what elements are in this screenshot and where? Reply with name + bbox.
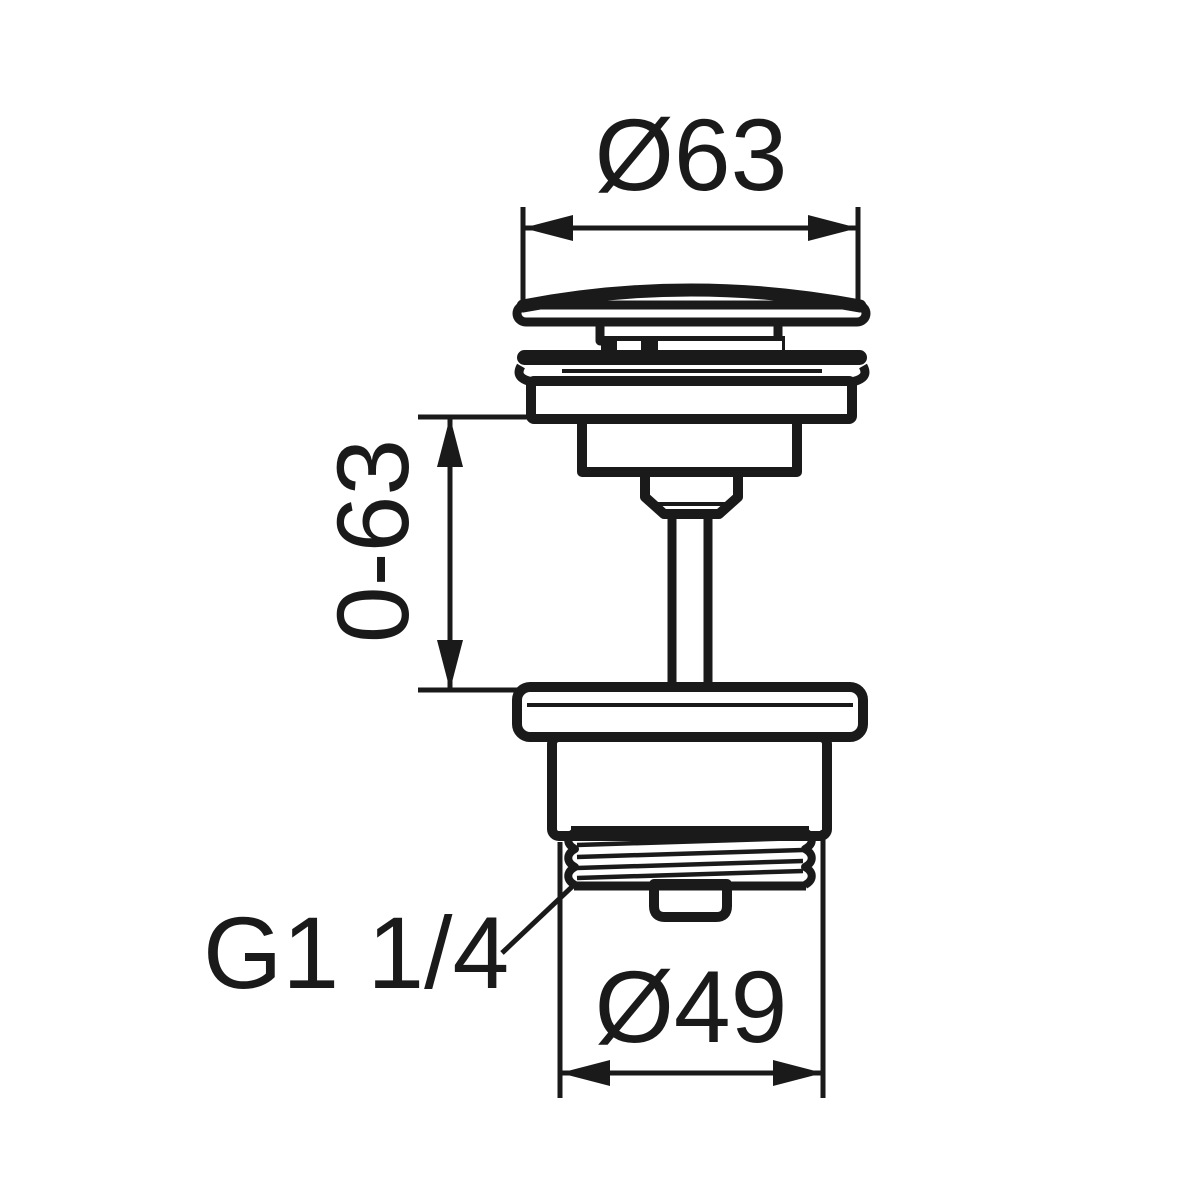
arrowhead-right [808, 215, 858, 241]
thread-crest-right [801, 828, 816, 889]
arrowhead-bottom [437, 640, 463, 690]
flange-step [577, 414, 802, 477]
body-top-plate [512, 682, 868, 742]
dimension-thread-diameter: Ø49 [557, 830, 826, 1098]
thread-crest-left [564, 828, 579, 889]
thread-diameter-label: Ø49 [595, 950, 788, 1064]
clip-slot-right [658, 341, 782, 350]
thread-line-2 [576, 847, 804, 860]
thread-line-4 [576, 868, 804, 881]
cap-diameter-label: Ø63 [595, 98, 788, 212]
arrowhead-top [437, 417, 463, 467]
stem-hub [640, 467, 743, 519]
thread-line-3 [576, 858, 804, 871]
arrowhead-left [560, 1060, 610, 1086]
mounting-flange [526, 376, 857, 424]
thread-callout: G1 1/4 [203, 882, 577, 1010]
clip-slot-left [617, 341, 641, 350]
arrowhead-right [773, 1060, 823, 1086]
outlet-tab [649, 879, 732, 922]
leader-line [500, 882, 577, 955]
seal-ring [517, 350, 867, 365]
cap-brim [512, 300, 871, 327]
lift-stem [667, 500, 713, 706]
dimension-cap-diameter: Ø63 [520, 98, 861, 303]
cap-dome [516, 283, 867, 313]
valve-drawing [512, 283, 871, 922]
arrowhead-left [523, 215, 573, 241]
dimension-height-range: 0-63 [316, 414, 528, 693]
height-range-label: 0-63 [316, 439, 430, 643]
thread-spec-label: G1 1/4 [203, 896, 509, 1010]
valve-body [547, 732, 832, 841]
thread-line-1 [576, 835, 804, 848]
thread-section [564, 826, 816, 891]
